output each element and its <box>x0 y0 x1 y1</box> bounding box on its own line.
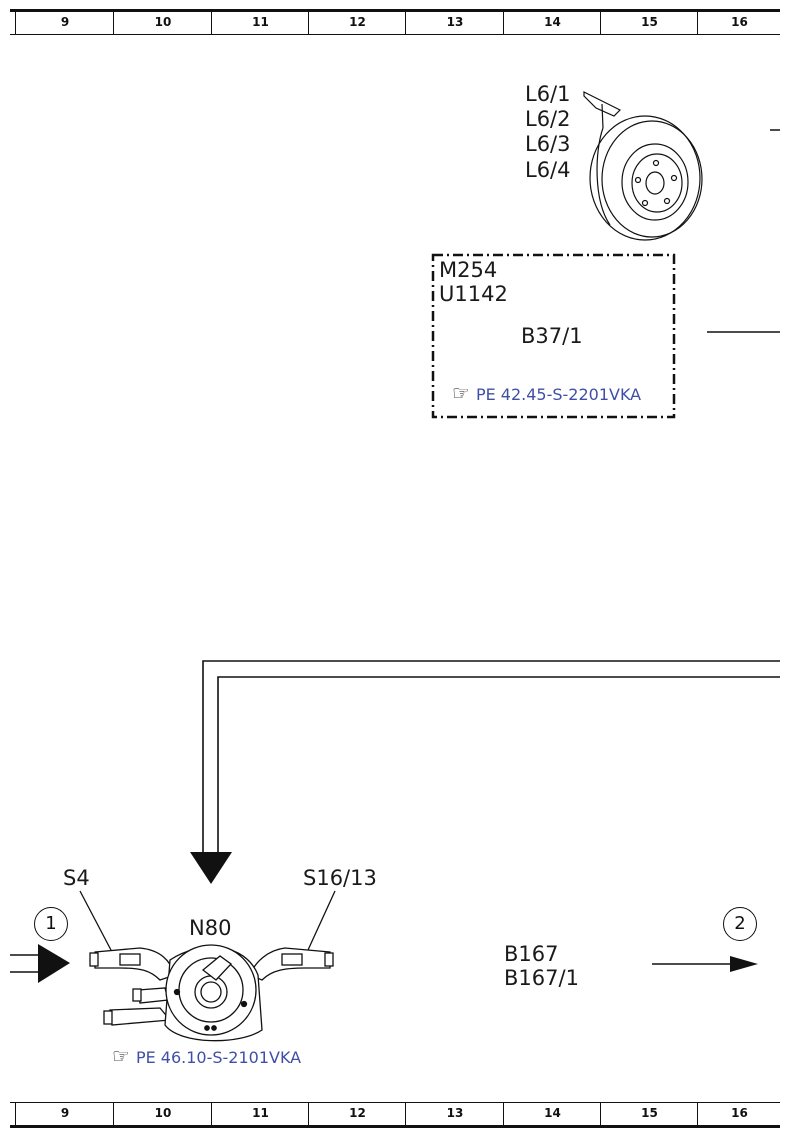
component-label-m254: M254 <box>439 258 498 282</box>
bottom-column-ruler: 9 10 11 12 13 14 15 16 <box>10 1102 780 1128</box>
marker-1: 1 <box>34 907 68 941</box>
component-label-u1142: U1142 <box>439 282 508 306</box>
input-arrow <box>38 944 70 983</box>
reference-text[interactable]: PE 42.45-S-2201VKA <box>475 385 642 404</box>
marker-2: 2 <box>723 907 757 941</box>
column-label: 15 <box>600 12 698 34</box>
column-label: 10 <box>113 12 212 34</box>
column-label: 9 <box>15 1103 114 1125</box>
component-label-s4: S4 <box>63 866 90 890</box>
column-label: 13 <box>405 12 504 34</box>
wheel-sensor-drawing <box>583 91 703 241</box>
column-label: 12 <box>308 12 406 34</box>
wiring-harness <box>202 660 780 860</box>
component-label-s16-13: S16/13 <box>303 866 377 890</box>
column-label: 13 <box>405 1103 504 1125</box>
component-label-l6-4: L6/4 <box>525 158 571 182</box>
column-label: 9 <box>15 12 114 34</box>
column-label: 15 <box>600 1103 698 1125</box>
component-label-b37-1: B37/1 <box>521 324 583 348</box>
document-reference-link[interactable]: ☞ PE 46.10-S-2101VKA <box>112 1046 301 1068</box>
column-label: 11 <box>211 12 309 34</box>
column-label: 14 <box>503 1103 601 1125</box>
steering-module-drawing <box>89 944 334 1042</box>
document-reference-link[interactable]: ☞ PE 42.45-S-2201VKA <box>452 383 641 405</box>
reference-text[interactable]: PE 46.10-S-2101VKA <box>135 1048 302 1067</box>
top-column-ruler: 9 10 11 12 13 14 15 16 <box>10 9 780 35</box>
component-label-b167: B167 <box>504 942 559 966</box>
column-label: 16 <box>697 1103 781 1125</box>
pointing-hand-icon: ☞ <box>112 1044 130 1068</box>
column-label: 12 <box>308 1103 406 1125</box>
column-label: 11 <box>211 1103 309 1125</box>
component-label-n80: N80 <box>189 916 232 940</box>
component-label-b167-1: B167/1 <box>504 966 579 990</box>
column-label: 16 <box>697 12 781 34</box>
component-label-l6-3: L6/3 <box>525 132 571 156</box>
down-arrow <box>190 852 232 884</box>
pointing-hand-icon: ☞ <box>452 381 470 405</box>
column-label: 14 <box>503 12 601 34</box>
component-label-l6-1: L6/1 <box>525 82 571 106</box>
component-label-l6-2: L6/2 <box>525 107 571 131</box>
column-label: 10 <box>113 1103 212 1125</box>
component-box-outline <box>431 253 676 419</box>
output-arrow <box>730 956 758 972</box>
